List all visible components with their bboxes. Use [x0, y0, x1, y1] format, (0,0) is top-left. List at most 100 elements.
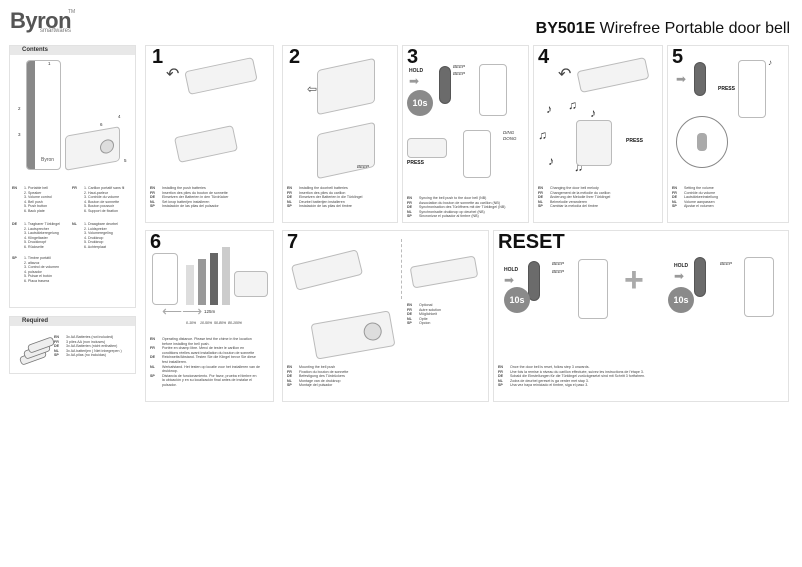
step-2-beep: BEEP: [357, 164, 370, 169]
reset-panel: RESET HOLD ➡ 10s BEEP BEEP + HOLD ➡ 10s …: [493, 230, 789, 402]
brand-logo: Byron: [10, 8, 72, 33]
step-4-press: PRESS: [626, 138, 643, 144]
callout-3: 3: [18, 132, 21, 137]
arrow-right-icon: ➡: [409, 74, 420, 88]
music-note-icon: ♪: [768, 58, 772, 67]
step-6-number: 6: [150, 231, 162, 253]
step-3-dong: DONG: [503, 136, 517, 141]
step-3-timer: 10s: [407, 90, 433, 116]
callout-5: 5: [124, 158, 127, 163]
wall-3: [210, 253, 218, 305]
wall-label-1: 0-10%: [186, 321, 197, 325]
wall-2: [198, 259, 206, 305]
step-6-distance: 125m: [204, 309, 216, 314]
step-5-press: PRESS: [718, 86, 735, 92]
step-2-number: 2: [289, 46, 301, 68]
reset-title: RESET: [498, 231, 565, 253]
reset-timer: 10s: [504, 287, 530, 313]
plus-icon: +: [624, 261, 644, 299]
curved-arrow-icon: ↶: [558, 66, 572, 83]
wall-label-2: 10-50%: [200, 321, 213, 325]
callout-2: 2: [18, 106, 21, 111]
step-3-panel: 3 HOLD ➡ 10s BEEP BEEP PRESS DING DONG E…: [402, 45, 529, 223]
divider: [401, 239, 402, 299]
trademark: TM: [68, 9, 76, 15]
arrow-left-icon: ⇦: [307, 82, 318, 96]
doorbell-illustration: Byron: [26, 60, 61, 170]
push-button-illustration: [439, 66, 451, 104]
doorbell-illustration: [479, 64, 507, 116]
step-3-beep-2: BEEP: [453, 71, 466, 76]
battery-compartment-illustration: [173, 125, 239, 163]
arrow-right-icon-2: ➡: [674, 269, 685, 283]
callout-1: 1: [48, 61, 51, 66]
step-3-press: PRESS: [407, 160, 424, 166]
volume-button-illustration: [694, 62, 706, 96]
arrow-right-icon: ➡: [504, 273, 515, 287]
doorbell-illustration: [578, 259, 608, 319]
bell-push-open-illustration: [576, 56, 650, 94]
doorbell-illustration-2: [744, 257, 774, 317]
step-3-hold: HOLD: [409, 68, 424, 74]
push-button-illustration: [528, 261, 540, 301]
step-5-number: 5: [672, 46, 684, 68]
arrow-right-icon: ➡: [676, 72, 687, 86]
bell-push-illustration: [234, 271, 268, 297]
step-6-panel: 6 ⟵⟶ 125m 0-10% 10-50% 50-80% 80-100% EN…: [145, 230, 274, 402]
wall-4: [222, 247, 230, 305]
step-4-number: 4: [538, 46, 550, 68]
battery-compartment-illustration: [576, 120, 612, 166]
adhesive-plate-illustration: [409, 255, 479, 289]
volume-cycle-icon: [676, 116, 728, 168]
document-title: BY501E Wirefree Portable door bell: [536, 20, 790, 38]
required-header: Required: [10, 317, 135, 326]
step-3-ding: DING: [503, 130, 515, 135]
reset-hold-2: HOLD: [674, 263, 689, 269]
double-arrow-icon: ⟵⟶: [162, 303, 203, 319]
product-name: Wirefree Portable door bell: [595, 20, 790, 37]
wall-label-4: 80-100%: [228, 321, 243, 325]
reset-hold: HOLD: [504, 267, 519, 273]
model-number: BY501E: [535, 20, 596, 37]
doorbell-batteries-illustration: [317, 121, 375, 180]
speaker-side: [27, 61, 35, 169]
step-3-number: 3: [407, 46, 419, 68]
doorbell-illustration: [152, 253, 178, 305]
reset-timer-2: 10s: [668, 287, 694, 313]
bell-push-illustration: [407, 138, 447, 158]
brand-subtitle: smartwares: [40, 28, 72, 34]
step-1-number: 1: [152, 46, 164, 68]
curved-arrow-icon: ↶: [166, 66, 180, 83]
reset-beep-1: BEEP: [552, 261, 565, 266]
wall-1: [186, 265, 194, 305]
contents-header: Contents: [10, 46, 135, 55]
battery-icon: [18, 337, 58, 365]
doorbell-back-illustration: [317, 57, 375, 116]
wall-label-3: 50-80%: [214, 321, 227, 325]
reset-beep-2: BEEP: [552, 269, 565, 274]
bell-push-illustration: [65, 126, 120, 171]
music-notes-icon: ♪♫ ♪♫ ♪♫: [538, 98, 596, 174]
bell-push-mounted-illustration: [310, 310, 396, 360]
back-plate-illustration: [290, 249, 364, 291]
